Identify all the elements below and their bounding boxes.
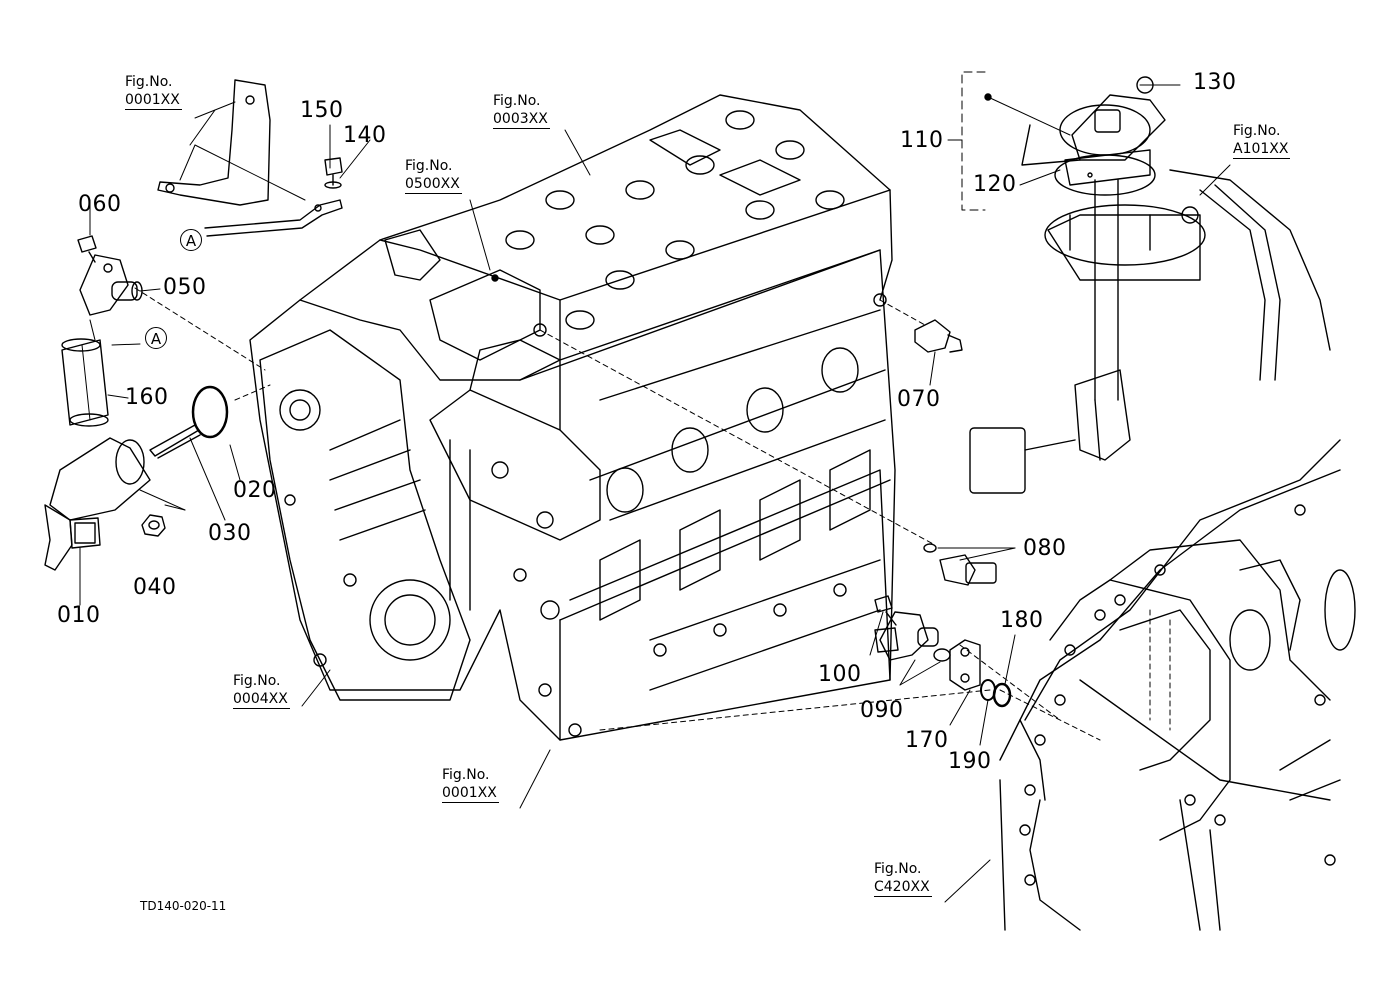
engine-block [249, 94, 896, 741]
figure-ref-line2: 0001XX [125, 92, 182, 110]
figure-ref-line1: Fig.No. [405, 158, 453, 174]
part-070-label: 070 [897, 387, 941, 412]
part-180-label: 180 [1000, 608, 1044, 633]
figure-ref-0500xx: Fig.No. 0500XX [405, 157, 462, 194]
part-150-label: 150 [300, 98, 344, 123]
drawing-code: TD140-020-11 [140, 899, 227, 913]
figure-ref-line2: A101XX [1233, 141, 1291, 159]
figure-ref-line2: 0003XX [493, 111, 550, 129]
part-120-label: 120 [973, 172, 1017, 197]
figure-ref-0003xx: Fig.No. 0003XX [493, 92, 550, 129]
figure-ref-c420xx: Fig.No. C420XX [874, 860, 932, 897]
right-sensors [869, 319, 1016, 746]
figure-ref-line2: 0500XX [405, 176, 462, 194]
figure-ref-line1: Fig.No. [125, 74, 173, 90]
fuel-sender-unit [947, 71, 1206, 494]
part-090-label: 090 [860, 698, 904, 723]
callout-a-lower: A [145, 327, 167, 349]
part-130-label: 130 [1193, 70, 1237, 95]
figure-ref-line1: Fig.No. [1233, 123, 1281, 139]
figure-ref-line2: 0001XX [442, 785, 499, 803]
figure-ref-a101xx: Fig.No. A101XX [1233, 122, 1291, 159]
figure-ref-0001xx-top: Fig.No. 0001XX [125, 73, 182, 110]
figure-ref-line2: C420XX [874, 879, 932, 897]
figure-ref-line1: Fig.No. [233, 673, 281, 689]
figure-ref-0004xx: Fig.No. 0004XX [233, 672, 290, 709]
part-170-label: 170 [905, 728, 949, 753]
part-060-label: 060 [78, 192, 122, 217]
part-080-label: 080 [1023, 536, 1067, 561]
figure-ref-line1: Fig.No. [493, 93, 541, 109]
part-160-label: 160 [125, 385, 169, 410]
part-050-label: 050 [163, 275, 207, 300]
figure-ref-0001xx-bottom: Fig.No. 0001XX [442, 766, 499, 803]
transmission-housing [999, 169, 1356, 931]
part-030-label: 030 [208, 521, 252, 546]
part-140-label: 140 [343, 123, 387, 148]
figure-ref-line2: 0004XX [233, 691, 290, 709]
figure-ref-leaders [194, 101, 1231, 903]
bracket-assembly [157, 79, 371, 237]
part-190-label: 190 [948, 749, 992, 774]
part-110-label: 110 [900, 128, 944, 153]
callout-a-upper: A [180, 229, 202, 251]
part-040-label: 040 [133, 575, 177, 600]
leader-lines [134, 287, 1101, 741]
part-020-label: 020 [233, 478, 277, 503]
part-010-label: 010 [57, 603, 101, 628]
figure-ref-line1: Fig.No. [442, 767, 490, 783]
left-parts [44, 199, 241, 606]
figure-ref-line1: Fig.No. [874, 861, 922, 877]
part-100-label: 100 [818, 662, 862, 687]
